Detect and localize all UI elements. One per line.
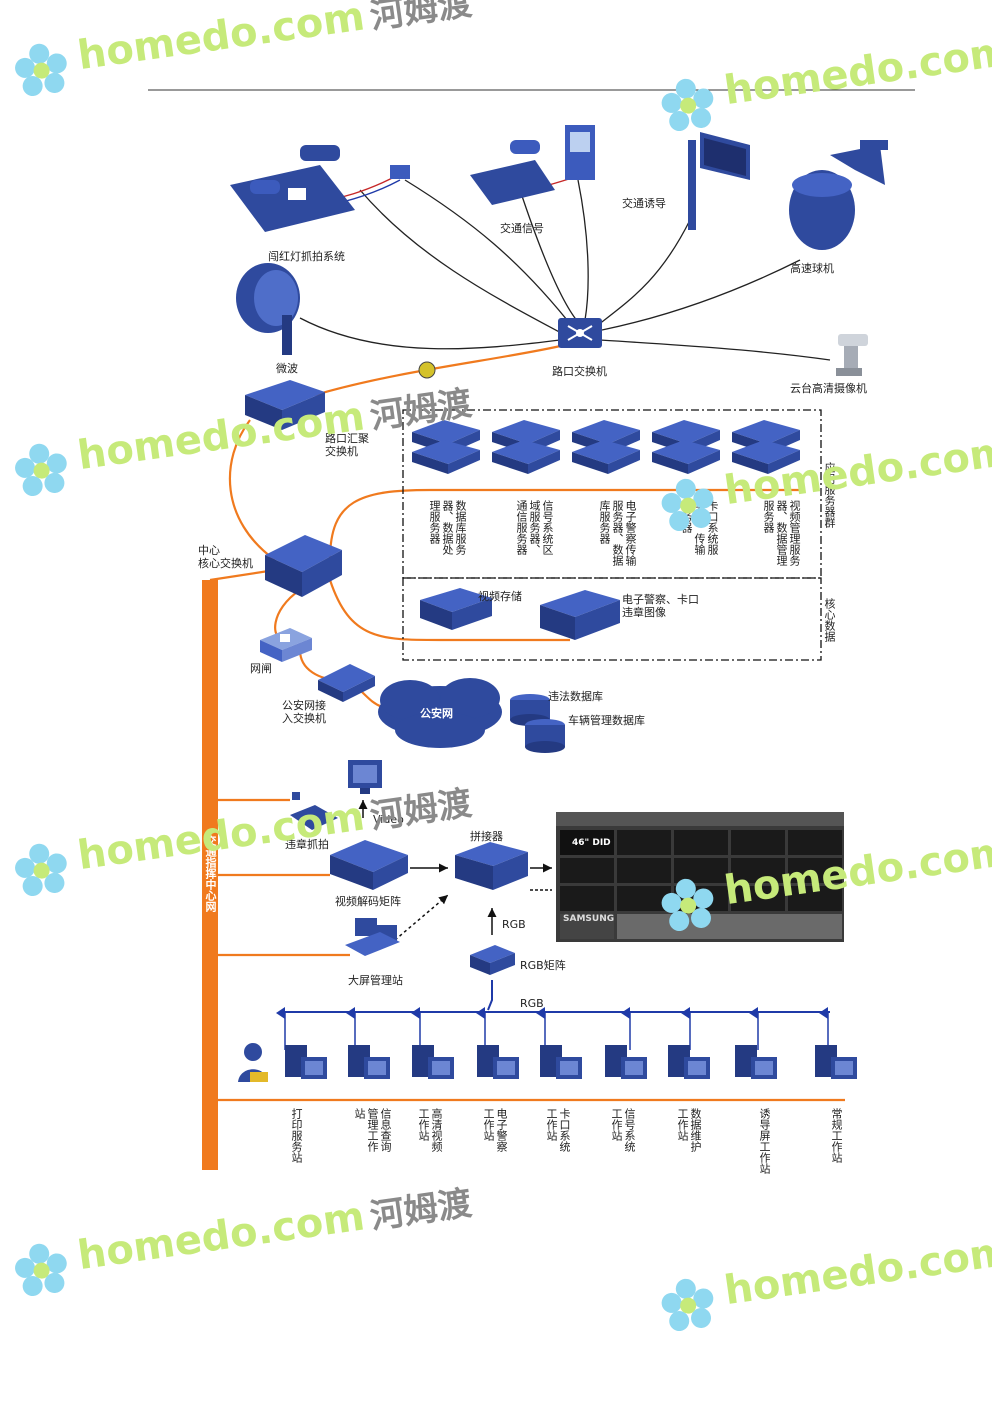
label-server-1: 数据库服务器、数据处理服务器 <box>428 500 467 555</box>
label-server-2: 信号系统区域服务器、通信服务器 <box>515 500 554 555</box>
e-police-storage-icon <box>540 590 620 640</box>
label-ws-1: 打印服务站 <box>290 1108 303 1163</box>
label-server-5: 视频管理服务器、数据管理服务器 <box>762 500 801 566</box>
police-net-cloud <box>378 678 502 748</box>
station-to-splicer-arrow <box>394 894 449 941</box>
label-core-switch-2: 核心交换机 <box>198 557 253 570</box>
video-storage-icon <box>420 588 492 630</box>
label-intersection-switch: 路口交换机 <box>552 365 607 378</box>
label-rgb-matrix: RGB矩阵 <box>520 959 566 972</box>
label-ws-7: 数据维护工作站 <box>676 1108 702 1152</box>
splicer-icon <box>455 842 528 890</box>
intersection-switch-icon <box>558 318 602 348</box>
rgb-matrix-link <box>487 980 493 1011</box>
label-ws-2: 信息查询管理工作站 <box>353 1108 392 1152</box>
label-ws-3: 高清视频工作站 <box>417 1108 443 1152</box>
police-switch-icon <box>318 664 375 702</box>
label-speed-dome: 高速球机 <box>790 262 834 275</box>
label-traffic-guide: 交通诱导 <box>622 197 666 210</box>
label-ws-6: 信号系统工作站 <box>610 1108 636 1152</box>
big-screen-station-icon <box>345 918 400 956</box>
label-traffic-signal: 交通信号 <box>500 222 544 235</box>
label-big-screen-station: 大屏管理站 <box>348 974 403 987</box>
label-core-switch-1: 中心 <box>198 544 220 557</box>
monitor-icon <box>348 760 382 794</box>
ptz-camera-icon <box>836 334 868 376</box>
label-splicer: 拼接器 <box>470 830 503 843</box>
violation-capture-icon <box>290 792 338 830</box>
label-gatekeeper: 网闸 <box>250 662 272 675</box>
label-police-switch-1: 公安网接 <box>282 699 326 712</box>
fiber-converter-icon <box>418 361 436 379</box>
label-traffic-net: 交通指挥中心网 <box>204 835 217 912</box>
label-agg-switch-1: 路口汇聚 <box>325 432 369 445</box>
label-ws-5: 卡口系统工作站 <box>545 1108 571 1152</box>
label-vehicle-db: 车辆管理数据库 <box>568 714 645 727</box>
label-police-net: 公安网 <box>420 707 453 720</box>
label-violation-db: 违法数据库 <box>548 690 603 703</box>
label-decoder-matrix: 视频解码矩阵 <box>335 895 401 908</box>
label-e-police-2: 违章图像 <box>622 606 666 619</box>
traffic-net-bar <box>202 580 218 1170</box>
label-wall-size: 46" DID <box>572 838 611 848</box>
label-police-switch-2: 入交换机 <box>282 712 326 725</box>
label-ws-4: 电子警察工作站 <box>482 1108 508 1152</box>
user-avatar-icon <box>238 1043 268 1082</box>
workstation-icons <box>285 1045 857 1079</box>
gatekeeper-icon <box>260 628 312 662</box>
label-agg-switch-2: 交换机 <box>325 445 358 458</box>
label-rgb: RGB <box>502 918 526 931</box>
app-servers <box>412 420 800 474</box>
aggregation-switch-icon <box>245 380 325 430</box>
decoder-matrix-icon <box>330 840 408 890</box>
orange-trunk <box>209 343 845 1102</box>
label-ptz-camera: 云台高清摄像机 <box>790 382 867 395</box>
label-app-cluster: 应用服务器群 <box>823 462 836 528</box>
traffic-signal-icon <box>470 125 595 205</box>
label-violation-capture: 违章抓拍 <box>285 838 329 851</box>
traffic-guide-icon <box>688 132 750 230</box>
label-e-police-1: 电子警察、卡口 <box>622 593 699 606</box>
field-cables <box>299 179 831 361</box>
rgb-bus-drops <box>276 1007 829 1050</box>
label-server-4: 卡口系统服务器、传输服务器 <box>680 500 719 555</box>
label-wall-brand: SAMSUNG <box>563 914 615 924</box>
microwave-icon <box>236 263 300 355</box>
label-microwave: 微波 <box>276 362 298 375</box>
label-video: Video <box>373 813 404 826</box>
rgb-matrix-icon <box>470 945 515 975</box>
label-core-data: 核心数据 <box>823 598 836 642</box>
speed-dome-icon <box>789 140 888 250</box>
label-server-3: 电子警察传输服务器、数据库服务器 <box>598 500 637 566</box>
label-video-storage: 视频存储 <box>478 590 522 603</box>
database-icons <box>510 694 565 753</box>
core-data-box <box>402 577 822 661</box>
red-light-system-icon <box>230 145 410 232</box>
label-rgb-bus: RGB <box>520 997 544 1010</box>
label-ws-9: 常规工作站 <box>830 1108 843 1163</box>
label-red-light: 闯红灯抓拍系统 <box>268 250 345 263</box>
label-ws-8: 诱导屏工作站 <box>758 1108 771 1174</box>
core-switch-icon <box>265 535 342 597</box>
